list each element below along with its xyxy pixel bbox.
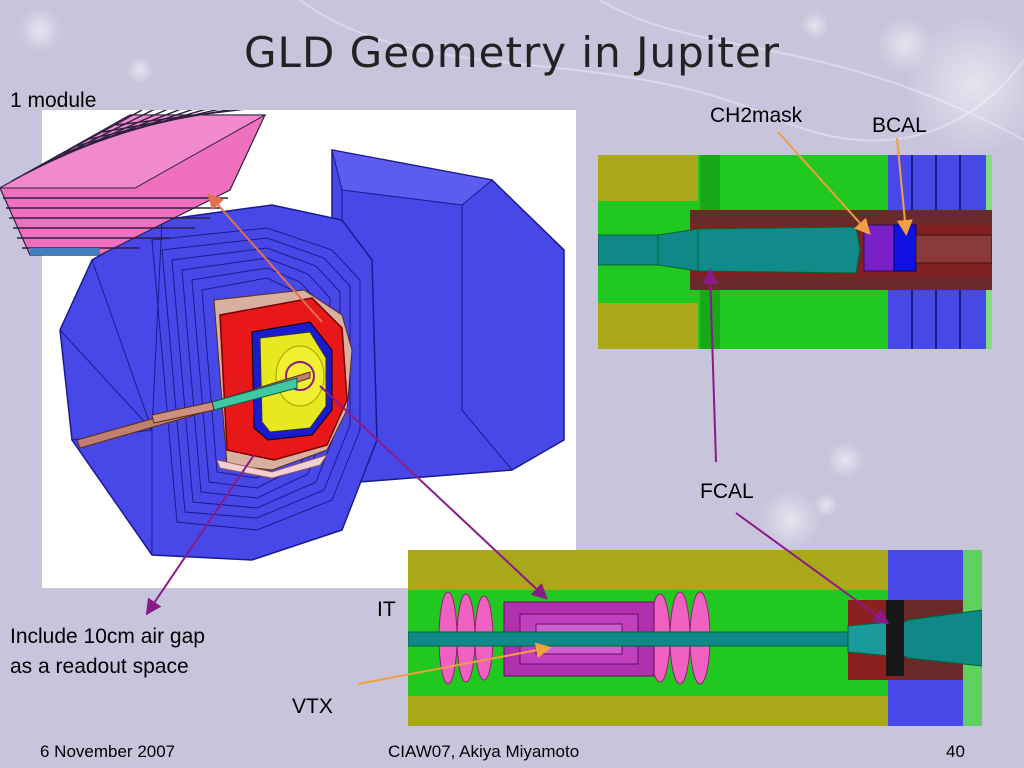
footer-page-number: 40 — [946, 742, 965, 761]
forward-region-section — [598, 155, 992, 349]
label-1-module: 1 module — [10, 89, 97, 112]
footer-date: 6 November 2007 — [40, 742, 176, 761]
module-slab — [0, 110, 267, 256]
label-vtx: VTX — [292, 695, 333, 718]
label-air-gap-line2: as a readout space — [10, 655, 189, 678]
label-ch2mask: CH2mask — [710, 104, 803, 127]
label-bcal: BCAL — [872, 114, 927, 137]
label-fcal: FCAL — [700, 480, 754, 503]
label-air-gap-line1: Include 10cm air gap — [10, 625, 205, 648]
label-it: IT — [377, 598, 396, 621]
footer-author: CIAW07, Akiya Miyamoto — [388, 742, 580, 761]
slide-title: GLD Geometry in Jupiter — [244, 28, 780, 77]
inner-tracker-section — [408, 550, 982, 726]
